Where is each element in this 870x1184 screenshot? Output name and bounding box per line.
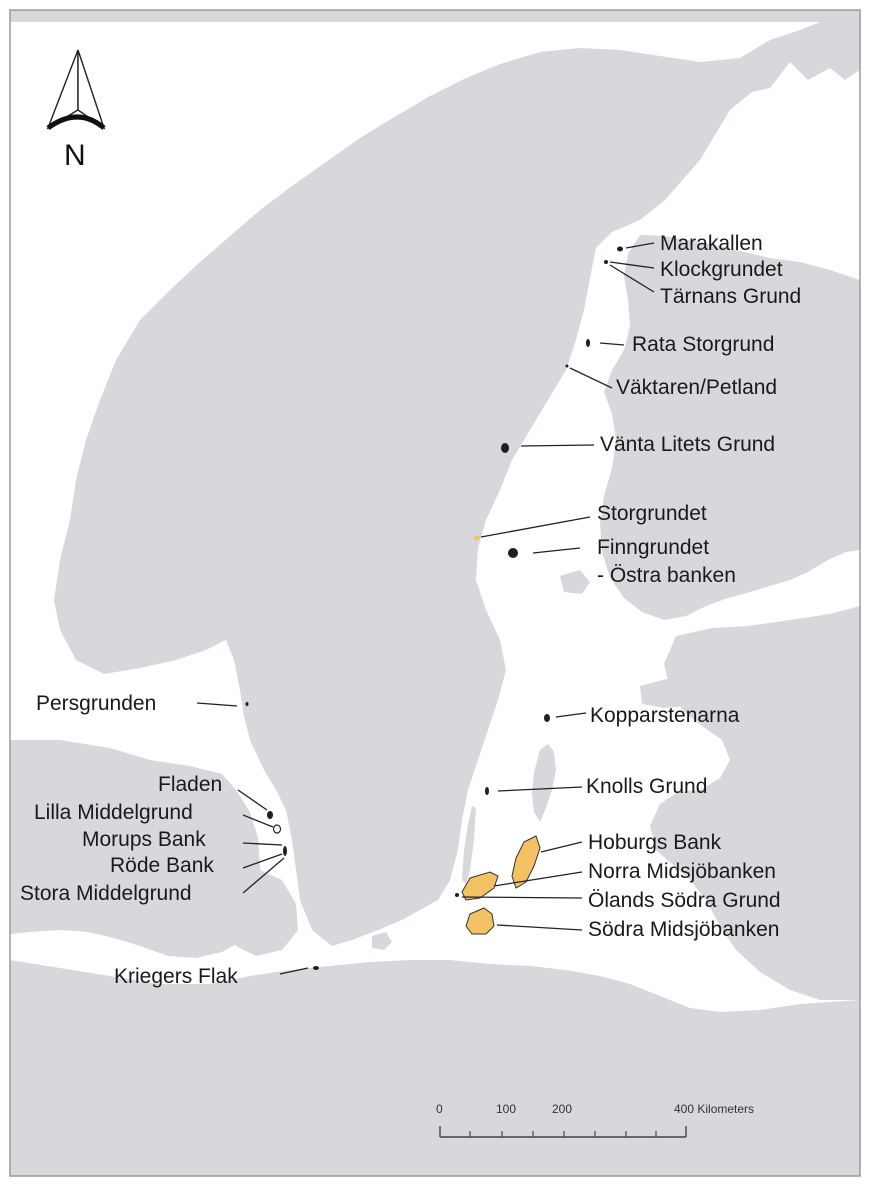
label-tarnans-grund: Tärnans Grund <box>660 285 801 308</box>
label-sodra-midsjobanken: Södra Midsjöbanken <box>588 918 779 941</box>
area-hoburgs-bank <box>511 835 541 889</box>
scale-label-100: 100 <box>496 1102 516 1116</box>
label-fladen: Fladen <box>158 773 222 796</box>
label-persgrunden: Persgrunden <box>36 692 156 715</box>
label-vaktaren-petland: Väktaren/Petland <box>616 376 777 399</box>
marker-klockgrundet <box>604 260 608 264</box>
leader-lines <box>196 242 655 975</box>
land-baltic-states <box>650 606 860 1000</box>
label-finngrundet: Finngrundet <box>597 536 709 559</box>
marker-olands-sodra-grund <box>455 893 459 897</box>
land-bornholm <box>372 932 392 950</box>
scale-label-200: 200 <box>552 1102 572 1116</box>
marker-persgrunden <box>245 702 249 706</box>
land-finland <box>600 235 860 620</box>
land-oland <box>462 806 476 884</box>
marker-vaktaren <box>565 364 569 368</box>
marker-fladen <box>267 811 273 819</box>
marker-knolls-grund <box>485 787 489 795</box>
marker-vanta-litets-grund <box>501 443 509 453</box>
marker-finngrundet <box>508 548 518 558</box>
land-gotland <box>532 744 556 822</box>
label-marakallen: Marakallen <box>660 232 763 255</box>
label-lilla-middelgrund: Lilla Middelgrund <box>34 801 193 824</box>
north-arrow-icon: N <box>46 49 106 172</box>
map-border <box>9 9 861 1177</box>
land-saaremaa <box>640 678 708 708</box>
marker-rode-bank <box>283 846 287 856</box>
label-morups-bank: Morups Bank <box>82 828 206 851</box>
scale-label-400: 400 Kilometers <box>674 1102 754 1116</box>
north-letter: N <box>64 139 86 172</box>
area-norra-midsjobanken <box>461 871 499 901</box>
label-hoburgs-bank: Hoburgs Bank <box>588 831 722 854</box>
scale-label-0: 0 <box>436 1102 443 1116</box>
scale-bar: 0 100 200 400 Kilometers <box>436 1102 754 1138</box>
label-rode-bank: Röde Bank <box>110 854 214 877</box>
label-kopparstenarna: Kopparstenarna <box>590 704 740 727</box>
label-storgrundet: Storgrundet <box>597 502 707 525</box>
marker-marakallen <box>617 246 623 252</box>
label-vanta-litets-grund: Vänta Litets Grund <box>600 433 775 456</box>
land-denmark <box>10 740 262 958</box>
label-stora-middelgrund: Stora Middelgrund <box>20 882 192 905</box>
area-sodra-midsjobanken <box>465 907 495 935</box>
land-continent-south <box>10 960 860 1176</box>
label-olands-sodra-grund: Ölands Södra Grund <box>588 889 781 912</box>
land-aland <box>560 570 590 594</box>
label-finngrundet-ostra: - Östra banken <box>597 564 736 587</box>
label-knolls-grund: Knolls Grund <box>586 775 707 798</box>
label-kriegers-flak: Kriegers Flak <box>114 965 238 988</box>
marker-kopparstenarna <box>544 714 550 722</box>
marker-rata-storgrund <box>586 339 590 347</box>
marker-kriegers-flak <box>313 966 319 970</box>
land-scandinavia <box>10 10 860 946</box>
label-klockgrundet: Klockgrundet <box>660 258 783 281</box>
marker-storgrundet <box>474 535 480 541</box>
marker-lilla-middelgrund <box>272 824 282 834</box>
land-zealand <box>222 870 298 956</box>
label-norra-midsjobanken: Norra Midsjöbanken <box>588 860 776 883</box>
label-rata-storgrund: Rata Storgrund <box>632 333 774 356</box>
